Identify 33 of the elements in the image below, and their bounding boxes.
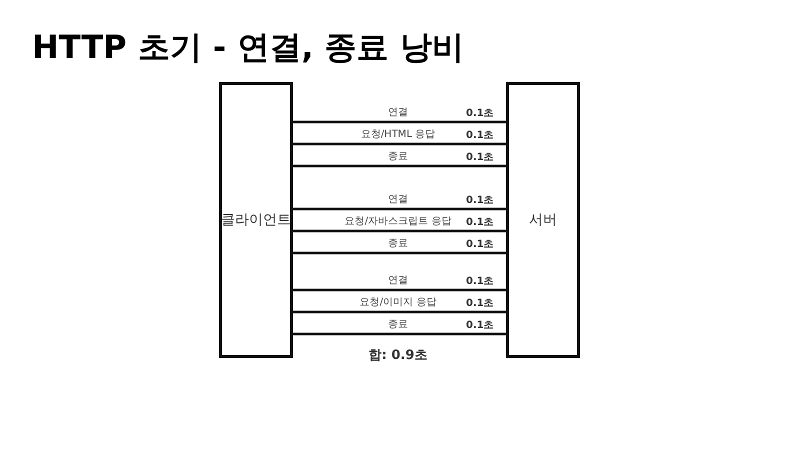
- title: HTTP 초기 - 연결, 종료 낭비: [32, 27, 464, 68]
- duration-label: 0.1초: [466, 151, 494, 164]
- edge-label: 연결: [386, 105, 410, 119]
- edge-label: 연결: [386, 192, 410, 206]
- duration-label: 0.1초: [466, 319, 494, 332]
- edge-label: 종료: [386, 149, 410, 163]
- total-label: 합: 0.9초: [368, 347, 428, 364]
- box: [219, 82, 293, 358]
- connector-line: [293, 310, 506, 314]
- edge-label: 연결: [386, 273, 410, 287]
- box-label: 클라이언트: [221, 211, 291, 229]
- duration-label: 0.1초: [466, 194, 494, 207]
- box-label: 서버: [529, 211, 557, 229]
- edge-label: 종료: [386, 317, 410, 331]
- box: [506, 82, 580, 358]
- connector-line: [293, 142, 506, 146]
- connector-line: [293, 288, 506, 292]
- duration-label: 0.1초: [466, 297, 494, 310]
- connector-line: [293, 164, 506, 168]
- duration-label: 0.1초: [466, 275, 494, 288]
- connector-line: [293, 252, 506, 254]
- duration-label: 0.1초: [466, 129, 494, 142]
- edge-label: 요청/이미지 응답: [358, 295, 438, 309]
- edge-label: 요청/HTML 응답: [358, 127, 438, 141]
- connector-line: [293, 208, 506, 210]
- duration-label: 0.1초: [466, 107, 494, 120]
- edge-label: 요청/자바스크립트 응답: [342, 214, 454, 228]
- edge-label: 종료: [386, 236, 410, 250]
- connector-line: [293, 120, 506, 124]
- connector-line: [293, 230, 506, 232]
- duration-label: 0.1초: [466, 216, 494, 229]
- connector-line: [293, 332, 506, 336]
- duration-label: 0.1초: [466, 238, 494, 251]
